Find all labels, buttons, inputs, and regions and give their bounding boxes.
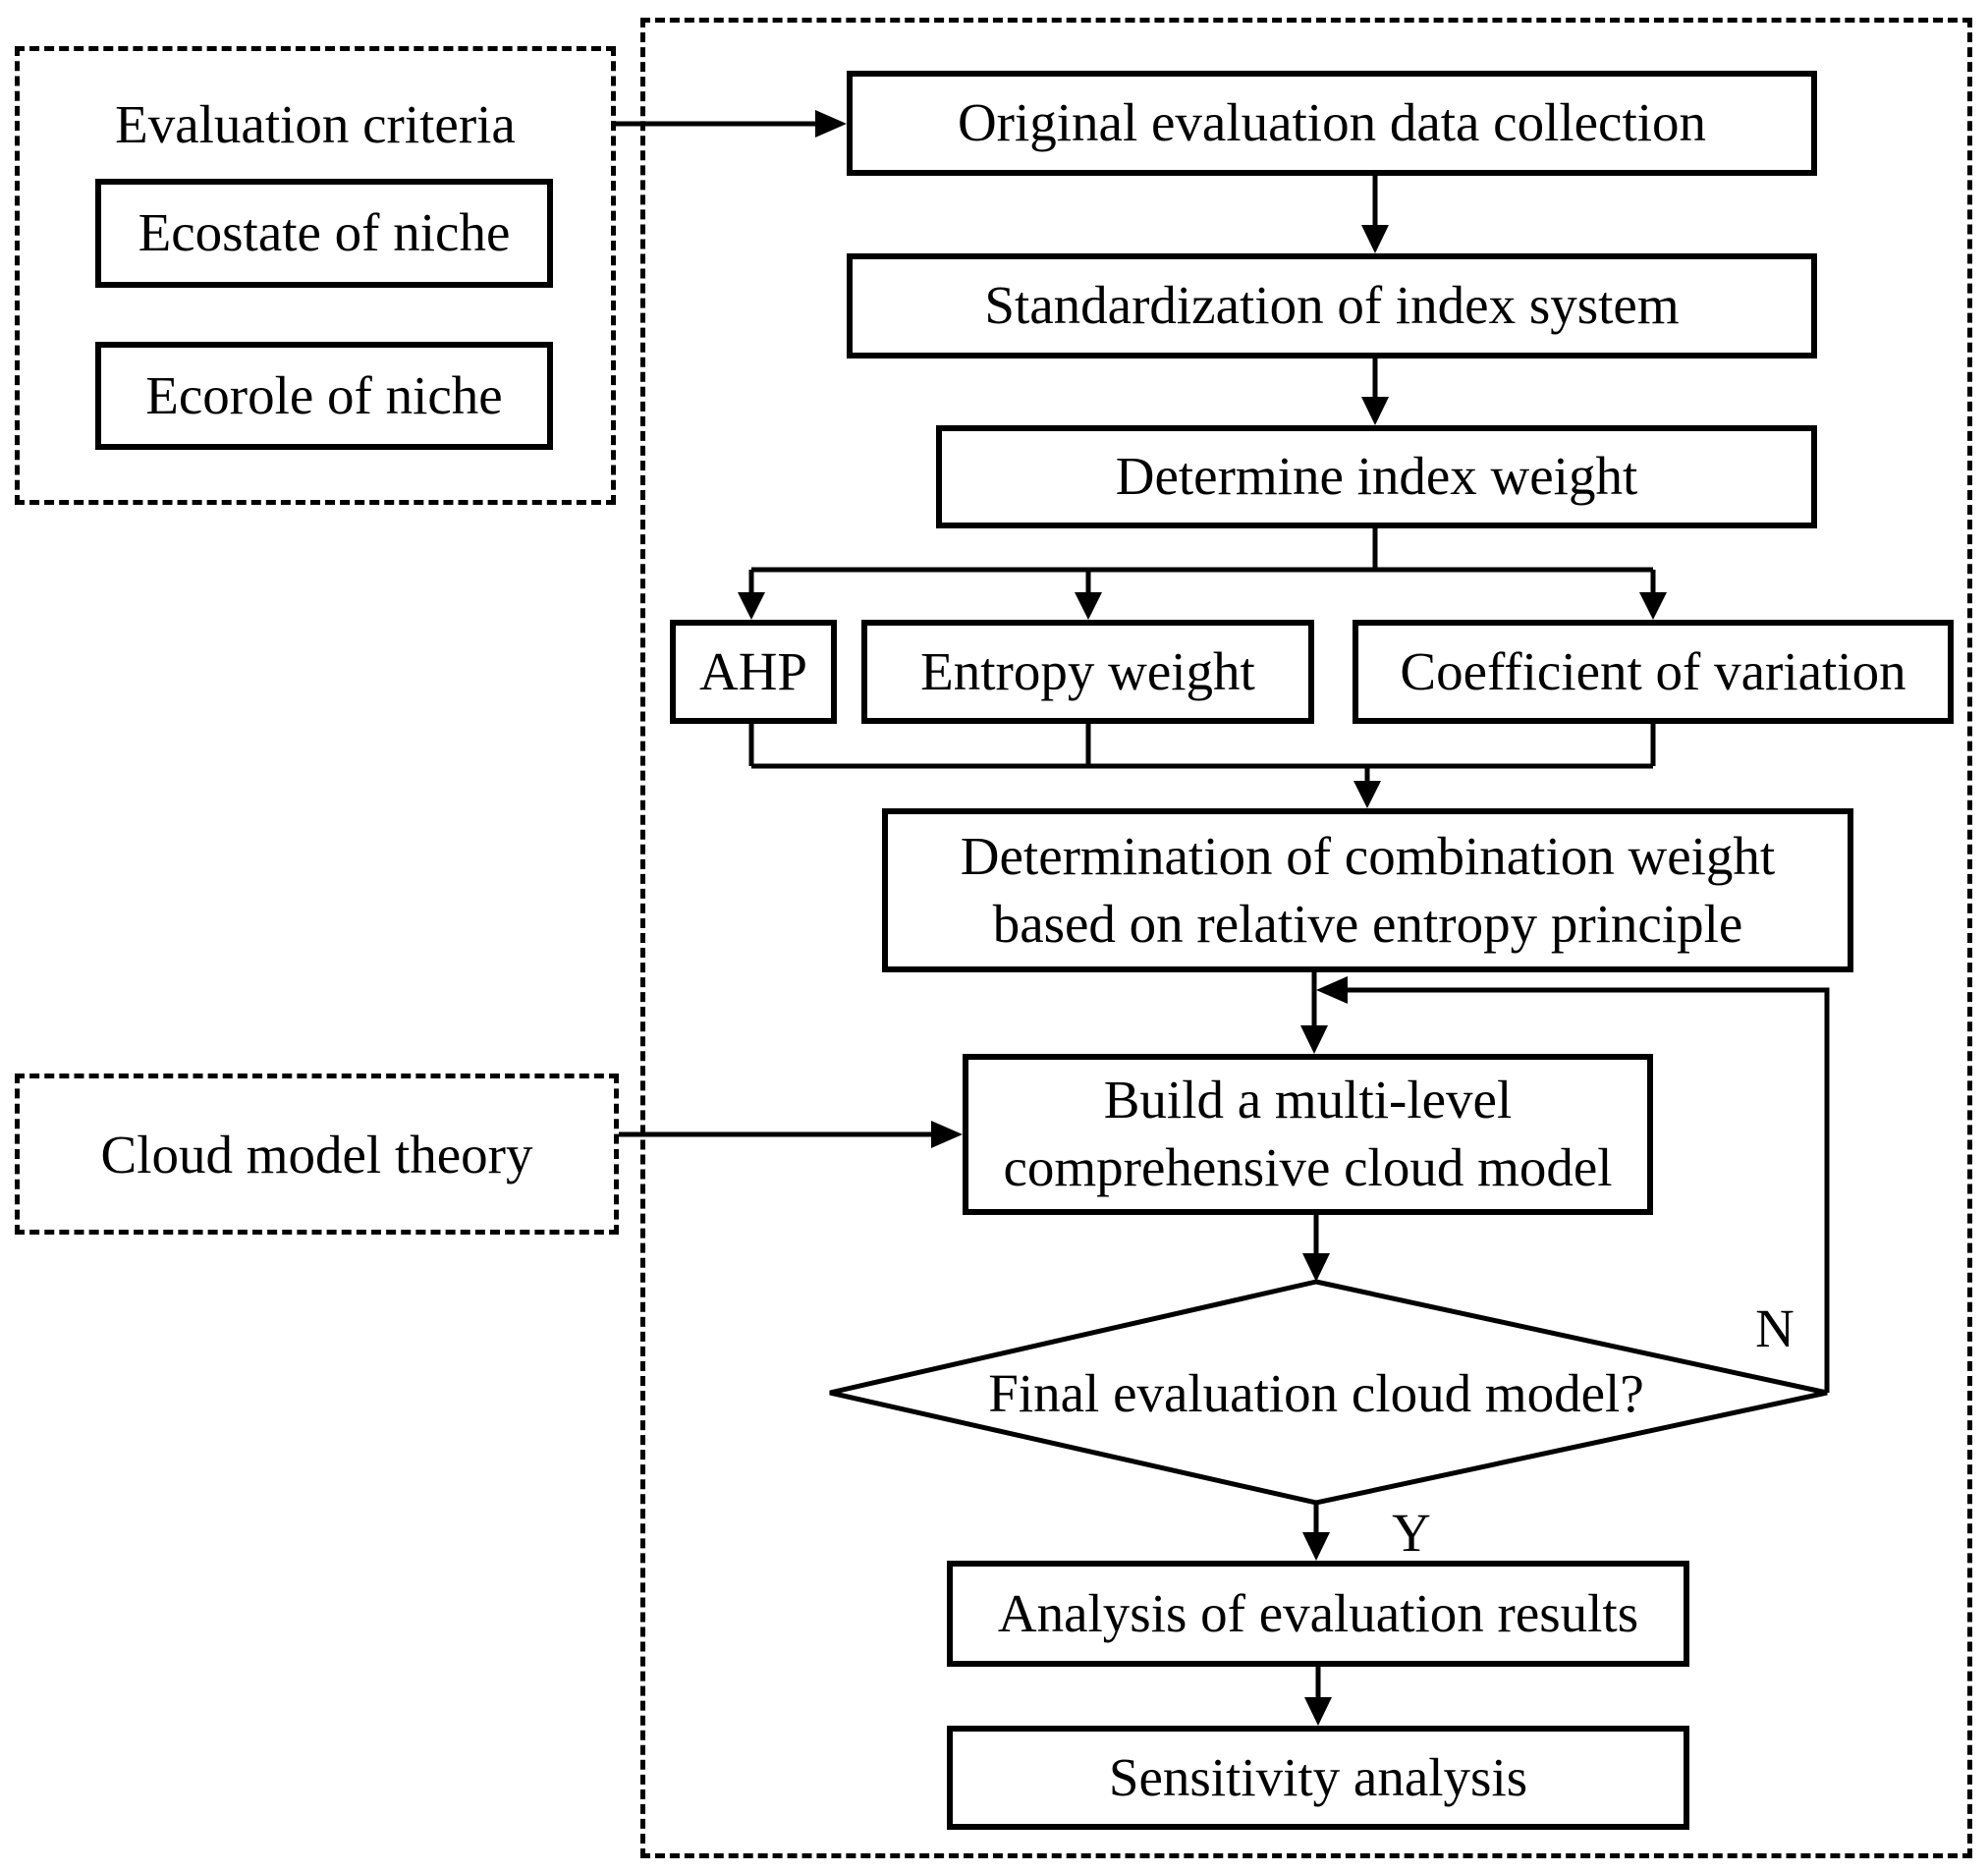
node-analysis-of-results-label: Analysis of evaluation results: [997, 1582, 1639, 1643]
node-ecostate-of-niche: Ecostate of niche: [95, 179, 553, 288]
node-build-cloud-model-line2: comprehensive cloud model: [1003, 1137, 1613, 1197]
node-entropy-weight: Entropy weight: [861, 620, 1314, 724]
connector-weight-fanout: [738, 528, 1667, 620]
branch-label-no: N: [1755, 1297, 1795, 1358]
node-ecorole-of-niche-label: Ecorole of niche: [145, 364, 503, 425]
node-build-cloud-model-line1: Build a multi-level: [1103, 1070, 1513, 1130]
arrow-standardize-to-weight: [1361, 358, 1389, 425]
node-sensitivity-analysis-label: Sensitivity analysis: [1108, 1746, 1528, 1807]
cloud-model-theory-group: [15, 1074, 619, 1235]
workflow-dashed-container: [640, 18, 1972, 1858]
arrow-cloud-to-build: [619, 1121, 963, 1148]
evaluation-criteria-label: Evaluation criteria: [115, 93, 516, 154]
node-combination-weight-line1: Determination of combination weight: [960, 825, 1776, 886]
arrow-criteria-to-collect: [616, 110, 847, 138]
arrow-combination-to-build: [1300, 972, 1328, 1054]
arrow-build-to-decision: [1302, 1215, 1330, 1282]
node-combination-weight: Determination of combination weight base…: [882, 808, 1853, 972]
evaluation-criteria-group: [15, 46, 616, 505]
branch-label-yes: Y: [1392, 1502, 1431, 1563]
node-original-data-collection-label: Original evaluation data collection: [957, 92, 1707, 153]
node-entropy-weight-label: Entropy weight: [920, 640, 1255, 701]
connector-feedback-no-loop: [1316, 976, 1830, 1393]
connector-methods-merge: [748, 724, 1656, 808]
node-standardization-label: Standardization of index system: [984, 275, 1680, 336]
node-ecorole-of-niche: Ecorole of niche: [95, 342, 553, 450]
node-combination-weight-line2: based on relative entropy principle: [992, 893, 1743, 954]
node-analysis-of-results: Analysis of evaluation results: [947, 1561, 1689, 1667]
node-ahp-label: AHP: [698, 640, 808, 701]
cloud-model-theory-label: Cloud model theory: [100, 1124, 533, 1184]
decision-diamond-label: Final evaluation cloud model?: [988, 1362, 1644, 1423]
node-original-data-collection: Original evaluation data collection: [847, 71, 1817, 176]
node-determine-index-weight-label: Determine index weight: [1115, 446, 1638, 507]
node-ahp: AHP: [670, 620, 837, 724]
node-coefficient-of-variation-label: Coefficient of variation: [1400, 640, 1906, 701]
node-build-cloud-model: Build a multi-level comprehensive cloud …: [963, 1054, 1653, 1215]
arrow-decision-to-analysis: [1302, 1503, 1330, 1561]
node-sensitivity-analysis: Sensitivity analysis: [947, 1726, 1689, 1830]
node-determine-index-weight: Determine index weight: [936, 425, 1817, 528]
node-ecostate-of-niche-label: Ecostate of niche: [138, 202, 511, 263]
node-standardization: Standardization of index system: [847, 253, 1817, 358]
arrow-analysis-to-sensitivity: [1304, 1667, 1332, 1726]
arrow-collect-to-standardize: [1361, 176, 1389, 253]
node-coefficient-of-variation: Coefficient of variation: [1353, 620, 1954, 724]
